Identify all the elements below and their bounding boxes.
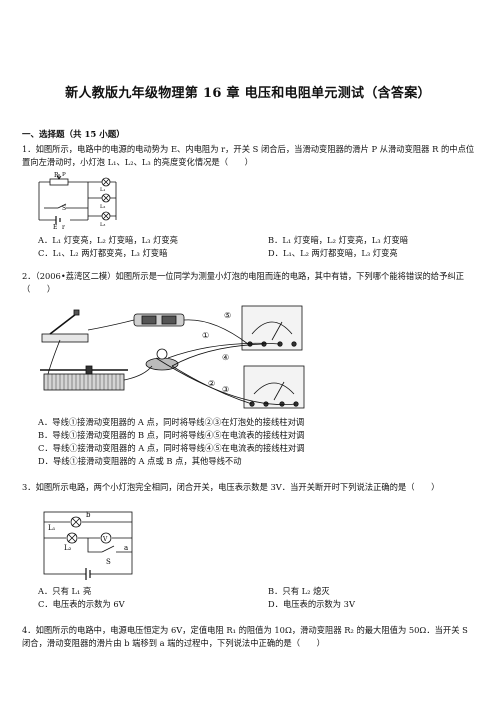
label-L3: L₃ — [100, 222, 105, 228]
q2-option-d: D．导线①接滑动变阻器的 A 点或 B 点，其他导线不动 — [38, 456, 242, 466]
q2-option-c: C．导线①接滑动变阻器的 A 点，同时将导线④⑤在电流表的接线柱对调 — [38, 443, 305, 453]
voltmeter-V — [100, 532, 112, 544]
wire-label-2: ② — [208, 379, 215, 388]
label-V: V — [102, 536, 108, 543]
knife-switch — [41, 333, 89, 343]
lamp-L1 — [101, 177, 111, 187]
question-3-circuit-figure: b L₁ L₂ V a S — [43, 511, 133, 580]
q3-option-c: C．电压表的示数为 6V — [38, 599, 125, 609]
lamp-L1 — [70, 516, 82, 528]
q1-option-a: A．L₁ 灯变亮，L₂ 灯变暗，L₃ 灯变亮 — [38, 235, 178, 245]
question-2-text: 2．（2006•荔湾区二模）如图所示是一位同学为测量小灯泡的电阻而连的电路，其中… — [22, 271, 464, 294]
battery-box — [133, 313, 185, 327]
voltmeter-bottom — [243, 365, 305, 409]
section-heading: 一、选择题（共 15 小题） — [22, 130, 125, 140]
q2-option-b: B．导线①接滑动变阻器的 B 点，同时将导线④⑤在电流表的接线柱对调 — [38, 430, 305, 440]
label-a: a — [124, 544, 128, 552]
label-S: S — [62, 205, 66, 212]
question-1-circuit-figure: R P L₁ L₂ L₃ S E r — [38, 172, 117, 230]
label-L2: L₂ — [64, 544, 72, 552]
question-2-apparatus-figure: ① ② ③ ④ ⑤ — [40, 305, 305, 409]
q2-option-a: A．导线①接滑动变阻器的 A 点，同时将导线②③在灯泡处的接线柱对调 — [38, 417, 305, 427]
page-title: 新人教版九年级物理第 16 章 电压和电阻单元测试（含答案） — [65, 86, 431, 101]
label-r: r — [62, 224, 65, 230]
wire-label-5: ⑤ — [224, 311, 231, 320]
label-L2: L₂ — [100, 204, 105, 210]
wire-label-3: ③ — [222, 385, 229, 394]
lamp-L3 — [101, 211, 111, 221]
lamp-L2 — [66, 532, 78, 544]
label-R: R — [54, 172, 59, 179]
q1-option-b: B．L₁ 灯变暗，L₂ 灯变亮，L₃ 灯变暗 — [268, 235, 409, 245]
label-b: b — [86, 511, 91, 519]
q1-option-c: C．L₁、L₂ 两灯都变亮，L₃ 灯变暗 — [38, 248, 168, 258]
question-1-text: 1．如图所示，电路中的电源的电动势为 E、内电阻为 r，开关 S 闭合后，当滑动… — [22, 144, 475, 167]
label-S: S — [106, 558, 111, 566]
q3-option-a: A．只有 L₁ 亮 — [38, 586, 92, 596]
q3-option-d: D．电压表的示数为 3V — [268, 599, 355, 609]
resistor-R — [49, 178, 69, 186]
q1-option-d: D．L₁、L₂ 两灯都变暗，L₃ 灯变亮 — [268, 248, 398, 258]
label-E: E — [53, 224, 57, 230]
q3-option-b: B．只有 L₂ 熄灭 — [268, 586, 330, 596]
label-P: P — [62, 172, 66, 178]
label-L1: L₁ — [48, 524, 56, 532]
lamp-L2 — [101, 193, 111, 203]
question-4-text: 4．如图所示的电路中，电源电压恒定为 6V，定值电阻 R₁ 的阻值为 10Ω，滑… — [22, 625, 468, 648]
wire-label-1: ① — [202, 331, 209, 340]
wire-label-4: ④ — [222, 353, 229, 362]
question-3-text: 3．如图所示电路，两个小灯泡完全相同，闭合开关，电压表示数是 3V．当开关断开时… — [22, 482, 440, 492]
label-L1: L₁ — [100, 187, 105, 193]
